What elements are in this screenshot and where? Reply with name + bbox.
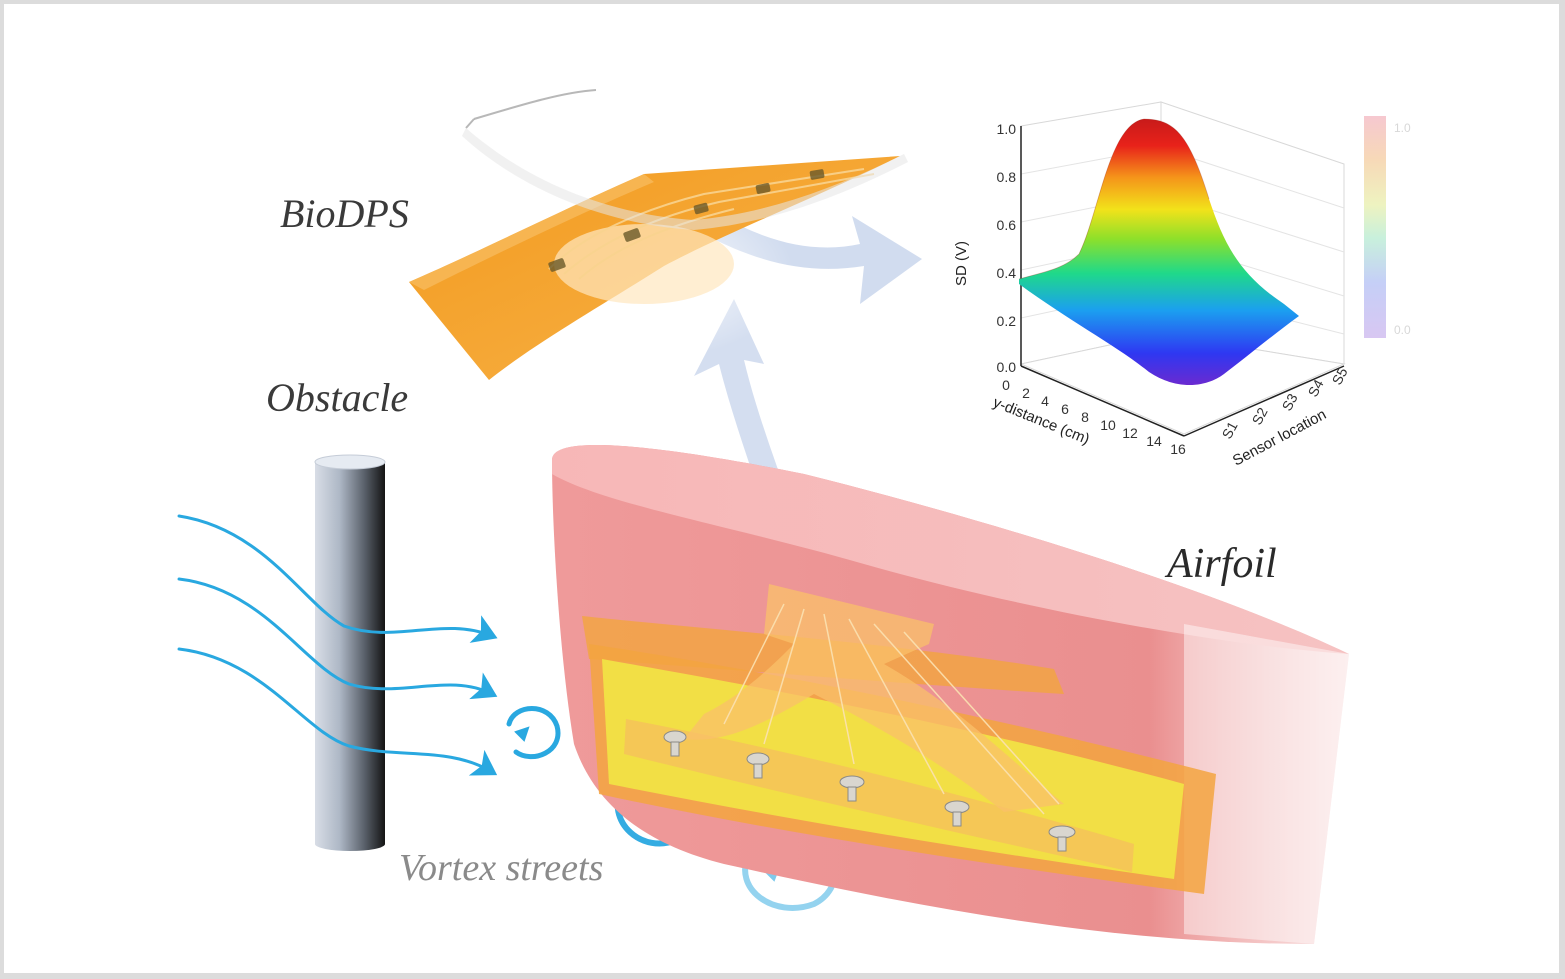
colorbar bbox=[1364, 116, 1386, 338]
vortex-streets-label: Vortex streets bbox=[399, 847, 604, 889]
y-tick: S3 bbox=[1279, 391, 1301, 414]
x-tick: 0 bbox=[1002, 377, 1010, 393]
z-tick: 0.0 bbox=[997, 359, 1017, 375]
x-tick: 16 bbox=[1170, 441, 1186, 457]
z-tick: 0.2 bbox=[997, 313, 1017, 329]
x-tick: 10 bbox=[1100, 417, 1116, 433]
y-tick: S5 bbox=[1329, 365, 1351, 388]
x-tick: 12 bbox=[1122, 425, 1138, 441]
biodps-sensor-film bbox=[409, 89, 908, 380]
y-tick: S4 bbox=[1305, 377, 1327, 400]
y-tick: S2 bbox=[1249, 405, 1271, 428]
z-axis-label: SD (V) bbox=[953, 241, 970, 286]
airfoil-body bbox=[552, 445, 1349, 944]
obstacle-label: Obstacle bbox=[266, 375, 409, 420]
x-tick: 8 bbox=[1081, 409, 1089, 425]
z-tick: 0.6 bbox=[997, 217, 1017, 233]
illustration: 1.0 0.0 1.0 0.8 0.6 0.4 0.2 0.0 SD (V) 0… bbox=[177, 89, 1411, 944]
y-tick: S1 bbox=[1219, 419, 1241, 442]
x-tick: 6 bbox=[1061, 401, 1069, 417]
z-tick: 0.4 bbox=[997, 265, 1017, 281]
figure-frame: 1.0 0.0 1.0 0.8 0.6 0.4 0.2 0.0 SD (V) 0… bbox=[4, 4, 1559, 973]
obstacle-cylinder bbox=[314, 454, 386, 851]
flow-streamlines bbox=[177, 514, 498, 776]
x-tick: 14 bbox=[1146, 433, 1162, 449]
z-tick: 1.0 bbox=[997, 121, 1017, 137]
colorbar-tick-min: 0.0 bbox=[1394, 323, 1411, 337]
surface-plot: 1.0 0.0 1.0 0.8 0.6 0.4 0.2 0.0 SD (V) 0… bbox=[953, 101, 1411, 470]
sensor-nodes bbox=[663, 730, 1076, 852]
colorbar-tick-max: 1.0 bbox=[1394, 121, 1411, 135]
z-tick: 0.8 bbox=[997, 169, 1017, 185]
biodps-label: BioDPS bbox=[280, 191, 409, 236]
y-axis-label: Sensor location bbox=[1230, 406, 1329, 470]
x-tick: 4 bbox=[1041, 393, 1049, 409]
x-tick: 2 bbox=[1022, 385, 1030, 401]
airfoil-label: Airfoil bbox=[1167, 541, 1277, 587]
